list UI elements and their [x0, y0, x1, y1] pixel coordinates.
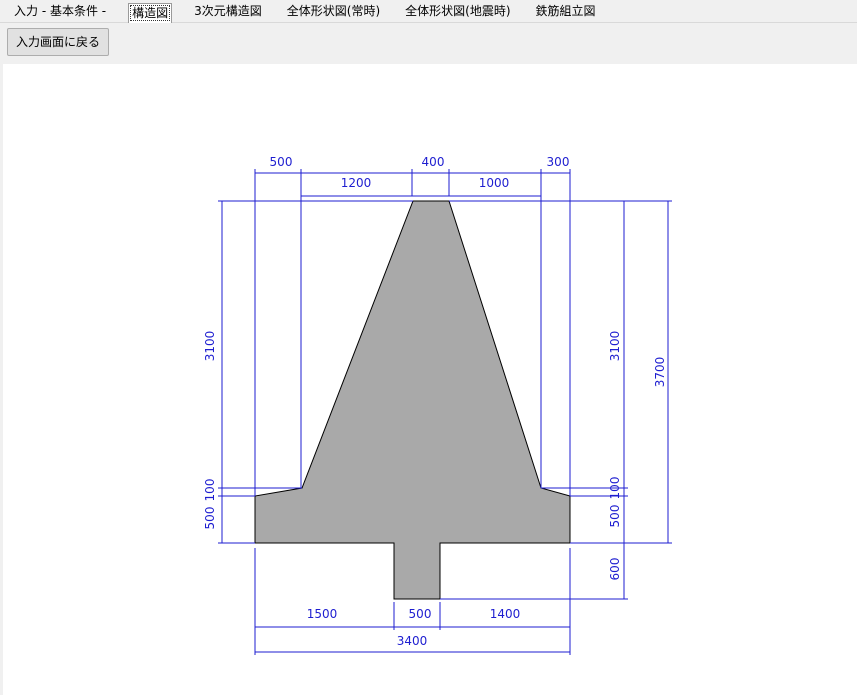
dim-left-base: 500 — [203, 507, 217, 530]
dim-key-depth: 600 — [608, 558, 622, 581]
dim-total-width: 3400 — [397, 634, 428, 648]
dim-bottom-left: 1500 — [307, 607, 338, 621]
dim-total-height: 3700 — [653, 357, 667, 388]
dim-top-right-offset: 300 — [547, 155, 570, 169]
left-panel-edge — [0, 64, 3, 695]
dim-right-slope: 1000 — [479, 176, 510, 190]
tab-bar: 入力 - 基本条件 - 構造図 3次元構造図 全体形状図(常時) 全体形状図(地… — [0, 0, 857, 23]
tab-overall-normal[interactable]: 全体形状図(常時) — [286, 4, 381, 18]
dim-bottom-right: 1400 — [490, 607, 521, 621]
tab-overall-seismic[interactable]: 全体形状図(地震時) — [405, 4, 511, 18]
dim-right-wall-height: 3100 — [608, 331, 622, 362]
dim-left-slope: 1200 — [341, 176, 372, 190]
dim-key-width: 500 — [409, 607, 432, 621]
dim-top-left-offset: 500 — [270, 155, 293, 169]
dim-top-width: 400 — [422, 155, 445, 169]
dim-right-base: 500 — [608, 505, 622, 528]
tab-3d-structure[interactable]: 3次元構造図 — [194, 4, 262, 18]
tab-structure-drawing[interactable]: 構造図 — [128, 2, 173, 23]
dimension-lines — [218, 169, 672, 655]
toolbar: 入力画面に戻る — [0, 23, 857, 64]
dim-right-haunch: 100 — [608, 477, 622, 500]
tab-rebar-assembly[interactable]: 鉄筋組立図 — [535, 4, 596, 18]
dim-left-wall-height: 3100 — [203, 331, 217, 362]
dim-left-haunch: 100 — [203, 479, 217, 502]
wall-section — [254, 200, 571, 600]
back-to-input-button[interactable]: 入力画面に戻る — [7, 28, 110, 56]
tab-input-basic[interactable]: 入力 - 基本条件 - — [14, 4, 107, 18]
